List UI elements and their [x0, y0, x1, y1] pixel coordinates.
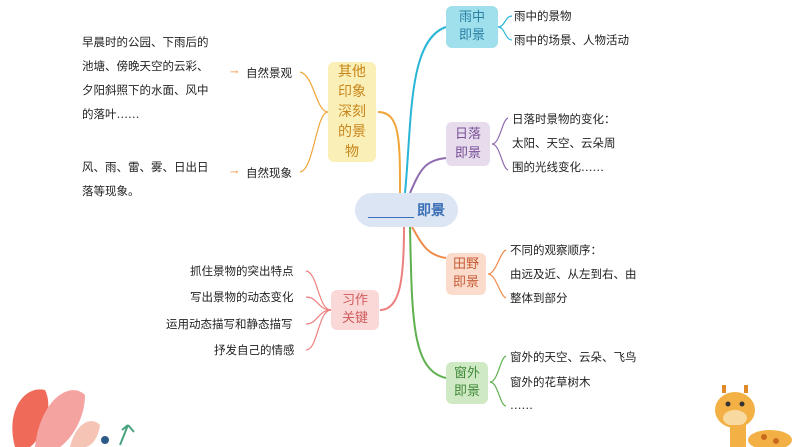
window-item-2: 窗外的花草树木 [510, 375, 591, 389]
center-topic: 即景 [355, 193, 458, 227]
field-detail: 不同的观察顺序： 由远及近、从左到右、由 整体到部分 [510, 238, 637, 310]
sunset-line-1: 日落时景物的变化： [512, 112, 616, 126]
sunset-title-1: 日落 [454, 127, 481, 142]
rain-title-1: 雨中 [458, 10, 485, 25]
window-item-3: …… [510, 398, 533, 412]
topic-rain: 雨中即景 [446, 6, 498, 48]
sunset-title-2: 即景 [454, 146, 481, 161]
window-title-2: 即景 [453, 384, 480, 399]
window-title-1: 窗外 [453, 366, 480, 381]
topic-skill: 习作关键 [331, 290, 379, 330]
sunset-line-3: 围的光线变化…… [512, 160, 604, 174]
natural-scene-detail: 早晨时的公园、下雨后的 池塘、傍晚天空的云彩、 夕阳斜照下的水面、风中 的落叶…… [82, 30, 209, 126]
rain-item-1: 雨中的景物 [514, 9, 572, 23]
natural-scene-line-2: 池塘、傍晚天空的云彩、 [82, 59, 209, 73]
natural-phenomena-detail: 风、雨、雷、雾、日出日 落等现象。 [82, 155, 209, 203]
leaf-decoration [12, 389, 135, 447]
center-label: 即景 [417, 203, 445, 219]
skill-item-1: 抓住景物的突出特点 [190, 264, 294, 278]
other-title-2: 印象 [338, 84, 366, 100]
field-title-1: 田野 [452, 257, 479, 272]
skill-item-2: 写出景物的动态变化 [190, 290, 294, 304]
field-line-1: 不同的观察顺序： [510, 243, 602, 257]
sunset-line-2: 太阳、天空、云朵周 [512, 136, 616, 150]
topic-window: 窗外即景 [446, 362, 488, 404]
natural-scene-line-3: 夕阳斜照下的水面、风中 [82, 83, 209, 97]
topic-sunset: 日落即景 [446, 122, 490, 166]
topic-other: 其他 印象 深刻 的景 物 [328, 62, 376, 162]
field-line-2: 由远及近、从左到右、由 [510, 267, 637, 281]
rain-title-2: 即景 [458, 28, 485, 43]
skill-item-4: 抒发自己的情感 [214, 343, 295, 357]
fill-blank [368, 203, 414, 218]
other-title-4: 的景 [338, 124, 366, 140]
other-title-1: 其他 [338, 64, 366, 80]
rain-item-2: 雨中的场景、人物活动 [514, 33, 629, 47]
natural-phenomena-line-1: 风、雨、雷、雾、日出日 [82, 160, 209, 174]
skill-item-3: 运用动态描写和静态描写 [166, 317, 293, 331]
other-title-5: 物 [345, 144, 359, 160]
natural-phenomena-label: 自然现象 [246, 166, 292, 180]
field-line-3: 整体到部分 [510, 291, 568, 305]
skill-title-1: 习作 [341, 293, 368, 308]
topic-field: 田野即景 [446, 253, 486, 295]
natural-phenomena-line-2: 落等现象。 [82, 184, 140, 198]
sunset-detail: 日落时景物的变化： 太阳、天空、云朵周 围的光线变化…… [512, 107, 616, 179]
arrow-icon: → [230, 67, 239, 78]
natural-scene-line-4: 的落叶…… [82, 107, 140, 121]
giraffe-illustration [715, 385, 792, 447]
other-title-3: 深刻 [338, 104, 366, 120]
natural-scene-line-1: 早晨时的公园、下雨后的 [82, 35, 209, 49]
arrow-icon: → [230, 167, 239, 178]
natural-scene-label: 自然景观 [246, 66, 292, 80]
skill-title-2: 关键 [341, 311, 368, 326]
field-title-2: 即景 [452, 275, 479, 290]
window-item-1: 窗外的天空、云朵、飞鸟 [510, 350, 637, 364]
